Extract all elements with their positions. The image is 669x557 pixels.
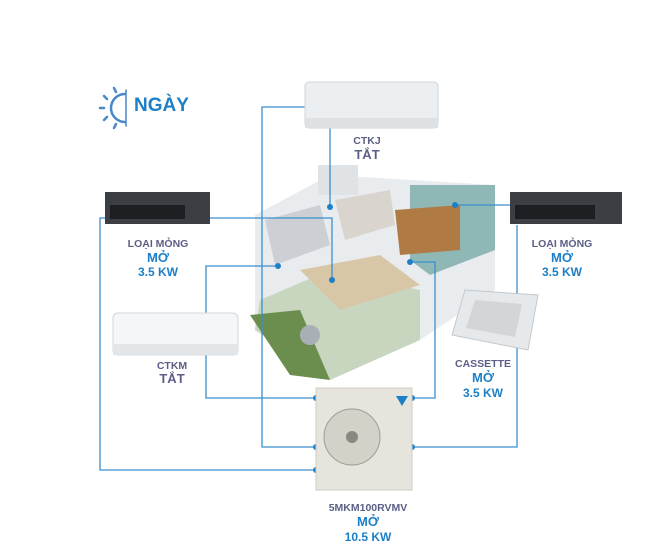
cassette-unit[interactable] [451,289,539,351]
outdoor-power: 10.5 KW [344,530,392,544]
duct-right-unit[interactable] [510,192,622,224]
cassette-name: CASSETTE [454,358,512,370]
ctkm-state: TẮT [159,371,185,386]
outdoor-state: MỞ [357,514,379,529]
ctkj-wall-unit[interactable] [304,81,439,129]
ctkm-wall-unit[interactable] [112,312,239,356]
duct-left-name: LOẠI MỎNG [127,238,189,250]
duct-left-power: 3.5 KW [137,265,179,279]
ctkj-name: CTKJ [353,135,381,147]
mode-label: NGÀY [134,95,189,116]
sun-icon [98,86,127,130]
outdoor-unit[interactable] [315,387,413,491]
duct-left-unit[interactable] [105,192,210,224]
duct-left-state: MỞ [147,250,169,265]
ctkj-state: TẮT [354,147,380,162]
duct-right-state: MỞ [551,250,573,265]
duct-right-power: 3.5 KW [541,265,583,279]
cassette-power: 3.5 KW [462,386,504,400]
cassette-state: MỞ [472,370,494,385]
duct-right-name: LOẠI MỎNG [531,238,593,250]
ctkm-name: CTKM [156,360,188,372]
house-cutaway-image [250,165,495,380]
outdoor-name: 5MKM100RVMV [328,502,408,514]
